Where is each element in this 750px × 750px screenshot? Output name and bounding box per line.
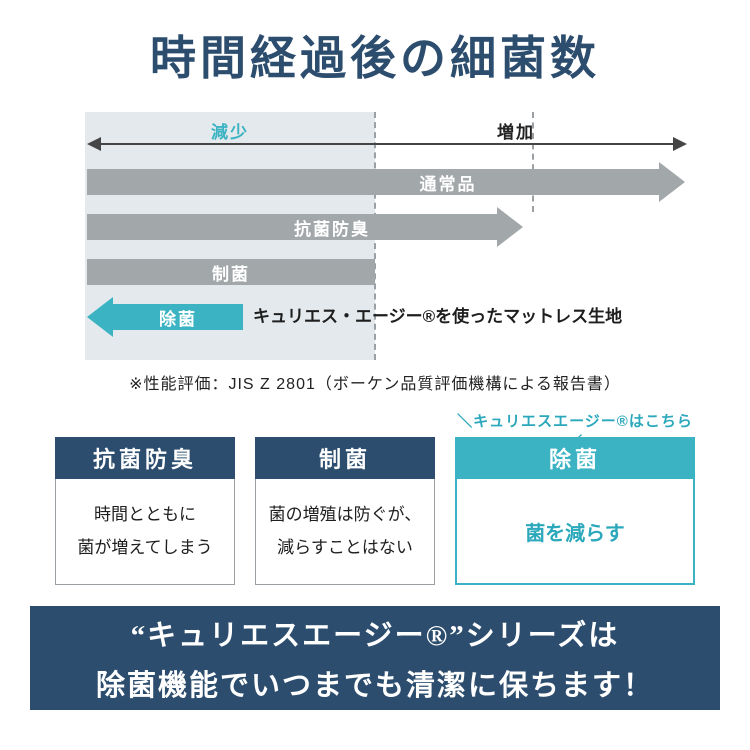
card-body-line: 減らすことはない [277, 537, 413, 557]
card-body-line: 菌が増えてしまう [77, 537, 213, 557]
card-title: 制菌 [255, 437, 435, 479]
bar-label: 通常品 [419, 174, 477, 194]
card-body: 菌の増殖は防ぐが、 減らすことはない [255, 479, 435, 585]
card-bacteriostatic: 制菌 菌の増殖は防ぐが、 減らすことはない [255, 437, 435, 585]
bar-label: 抗菌防臭 [294, 219, 370, 239]
card-body-line: 時間とともに [94, 505, 196, 525]
right-arrowhead-icon [673, 137, 687, 151]
bar-shaft: 抗菌防臭 [87, 214, 497, 240]
card-sterilizing: 除菌 菌を減らす [455, 437, 695, 585]
banner-line-2: 除菌機能でいつまでも清潔に保ちます！ [95, 670, 654, 702]
secondary-dashed-line [532, 112, 534, 212]
increase-label: 増加 [497, 123, 535, 142]
page-title: 時間経過後の細菌数 [150, 33, 600, 84]
direction-axis [87, 136, 687, 152]
performance-evaluation-footnote: ※性能評価：JIS Z 2801（ボーケン品質評価機構による報告書） [129, 376, 621, 393]
card-body-line: 菌の増殖は防ぐが、 [268, 505, 422, 525]
card-body-line: 菌を減らす [525, 522, 625, 545]
card-body: 時間とともに 菌が増えてしまう [55, 479, 235, 585]
bar-shaft: 制菌 [87, 259, 375, 285]
card-title: 除菌 [455, 437, 695, 479]
decrease-label: 減少 [211, 123, 249, 142]
arrow-sterilizing: 除菌 [87, 297, 243, 337]
bar-normal-product: 通常品 [87, 162, 685, 202]
card-title: 抗菌防臭 [55, 437, 235, 479]
card-antibacterial-deodorant: 抗菌防臭 時間とともに 菌が増えてしまう [55, 437, 235, 585]
right-arrowhead-icon [659, 162, 685, 202]
bar-shaft: 除菌 [113, 304, 243, 330]
bacteria-time-chart: 減少 増加 通常品 抗菌防臭 制菌 除菌 キュリエス・エージー®を使ったマットレ… [85, 110, 690, 362]
bar-antibacterial-deodorant: 抗菌防臭 [87, 207, 523, 247]
bar-bacteriostatic: 制菌 [87, 252, 375, 292]
axis-line [101, 143, 673, 145]
bar-label: 制菌 [212, 264, 250, 284]
left-arrowhead-icon [87, 137, 101, 151]
bar-shaft: 通常品 [87, 169, 659, 195]
banner-line-1: “キュリエスエージー®”シリーズは [130, 620, 620, 652]
right-arrowhead-icon [497, 207, 523, 247]
bar-label: 除菌 [159, 309, 197, 329]
card-body: 菌を減らす [455, 479, 695, 585]
left-arrowhead-icon [87, 297, 113, 337]
bottom-banner: “キュリエスエージー®”シリーズは 除菌機能でいつまでも清潔に保ちます！ [30, 606, 720, 710]
mattress-fabric-annotation: キュリエス・エージー®を使ったマットレス生地 [253, 307, 623, 326]
